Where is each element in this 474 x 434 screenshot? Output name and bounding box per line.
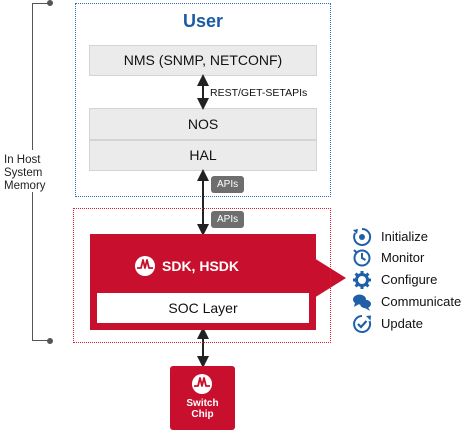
function-label-update: Update (381, 316, 423, 331)
switch-chip: Switch Chip (170, 366, 235, 430)
apis-badge-upper: APIs (211, 176, 245, 193)
function-label-initialize: Initialize (381, 229, 428, 244)
nms-box: NMS (SNMP, NETCONF) (89, 45, 317, 76)
chip-label: Switch Chip (170, 398, 235, 420)
user-title: User (182, 11, 224, 31)
rest-label: REST/GET-SETAPIs (210, 87, 308, 99)
initialize-icon (353, 227, 372, 246)
bracket-label-gap (28, 150, 38, 192)
bracket-bottom-dot (47, 338, 53, 344)
apis-badge-lower: APIs (211, 211, 245, 228)
function-label-communicate: Communicate (381, 294, 462, 309)
bracket-top-dot (47, 0, 53, 6)
chip-label-line2: Chip (191, 409, 214, 420)
sdk-region (73, 208, 331, 343)
monitor-icon (353, 249, 371, 267)
chip-label-line1: Switch (186, 398, 219, 409)
chip-logo-icon (192, 374, 212, 394)
function-label-monitor: Monitor (381, 250, 425, 265)
sdk-title: SDK, HSDK (162, 258, 240, 274)
communicate-icon (353, 294, 371, 311)
configure-icon (353, 271, 371, 289)
host-memory-label: In Host System Memory (4, 154, 46, 192)
broadcom-logo-icon (135, 256, 155, 276)
update-icon (353, 315, 372, 333)
soc-layer-box: SOC Layer (96, 292, 310, 324)
function-label-configure: Configure (381, 272, 438, 287)
nos-box: NOS (89, 108, 317, 140)
